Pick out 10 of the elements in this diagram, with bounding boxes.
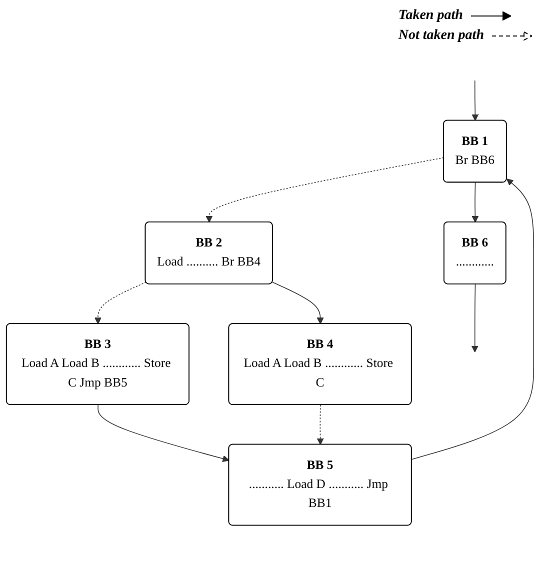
arrow [472,182,479,223]
arrow [98,404,230,462]
arrow [472,80,479,121]
legend-text: Taken path [398,8,463,24]
arrow [272,282,324,324]
legend-text: Not taken path [398,28,484,44]
arrow [94,282,146,324]
arrow [471,284,478,352]
arrow [411,178,534,460]
arrow [316,404,324,445]
